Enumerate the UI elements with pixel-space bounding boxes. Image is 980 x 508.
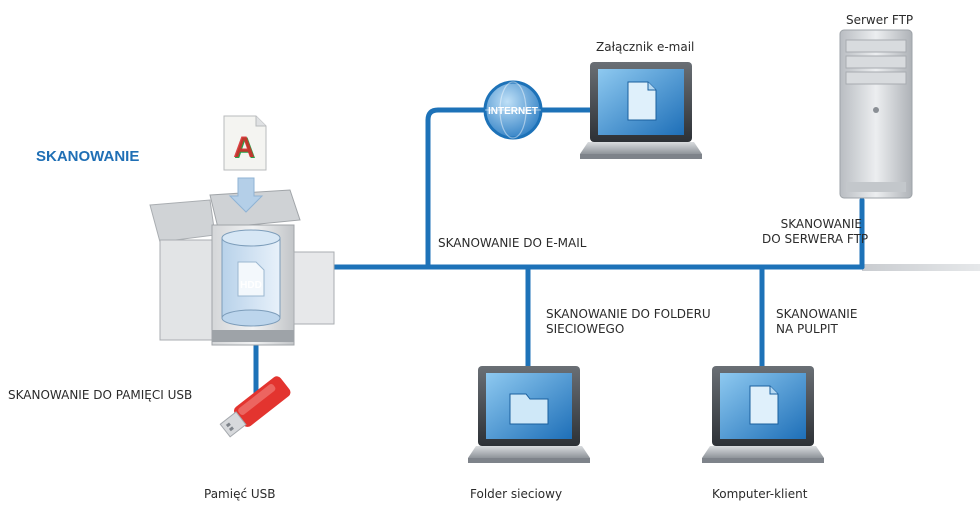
laptop-icon	[468, 366, 590, 463]
internet-branch-line	[425, 107, 493, 270]
server-icon	[839, 29, 913, 199]
hdd-label: HDD	[240, 280, 262, 291]
usb-stick-icon	[219, 376, 291, 438]
scan-to-ftp-line2: DO SERWERA FTP	[762, 232, 869, 246]
globe-label: INTERNET	[488, 106, 538, 117]
network-lines	[253, 107, 865, 415]
document-letter: A	[233, 131, 255, 164]
scan-to-usb-label: SKANOWANIE DO PAMIĘCI USB	[8, 388, 193, 402]
usb-memory-label: Pamięć USB	[204, 487, 276, 501]
laptop-icon	[702, 366, 824, 463]
network-folder-label: Folder sieciowy	[470, 487, 563, 501]
laptop-icon	[580, 62, 702, 159]
scan-to-email-label: SKANOWANIE DO E-MAIL	[438, 236, 587, 250]
document-icon: A A	[223, 115, 267, 171]
scan-to-desktop-label: SKANOWANIE NA PULPIT	[776, 307, 857, 337]
document-letter-shadow: A	[234, 132, 256, 165]
diagram-heading: SKANOWANIE	[36, 148, 140, 165]
network-line-extension	[862, 264, 980, 271]
scan-to-ftp-line1: SKANOWANIE	[780, 217, 862, 231]
globe-icon: INTERNET	[483, 80, 543, 140]
scan-to-folder-line1: SKANOWANIE DO FOLDERU	[546, 307, 711, 321]
scan-arrow-icon	[228, 177, 264, 213]
scan-to-desktop-line2: NA PULPIT	[776, 322, 838, 336]
scan-to-folder-line2: SIECIOWEGO	[546, 322, 625, 336]
scan-to-ftp-label: SKANOWANIE DO SERWERA FTP	[762, 217, 869, 247]
email-attachment-label: Załącznik e-mail	[596, 40, 695, 54]
scan-to-desktop-line1: SKANOWANIE	[776, 307, 858, 321]
client-computer-label: Komputer-klient	[712, 487, 808, 501]
scan-to-folder-label: SKANOWANIE DO FOLDERU SIECIOWEGO	[546, 307, 711, 337]
ftp-server-label: Serwer FTP	[846, 13, 914, 27]
printer-icon: HDD	[149, 189, 335, 346]
